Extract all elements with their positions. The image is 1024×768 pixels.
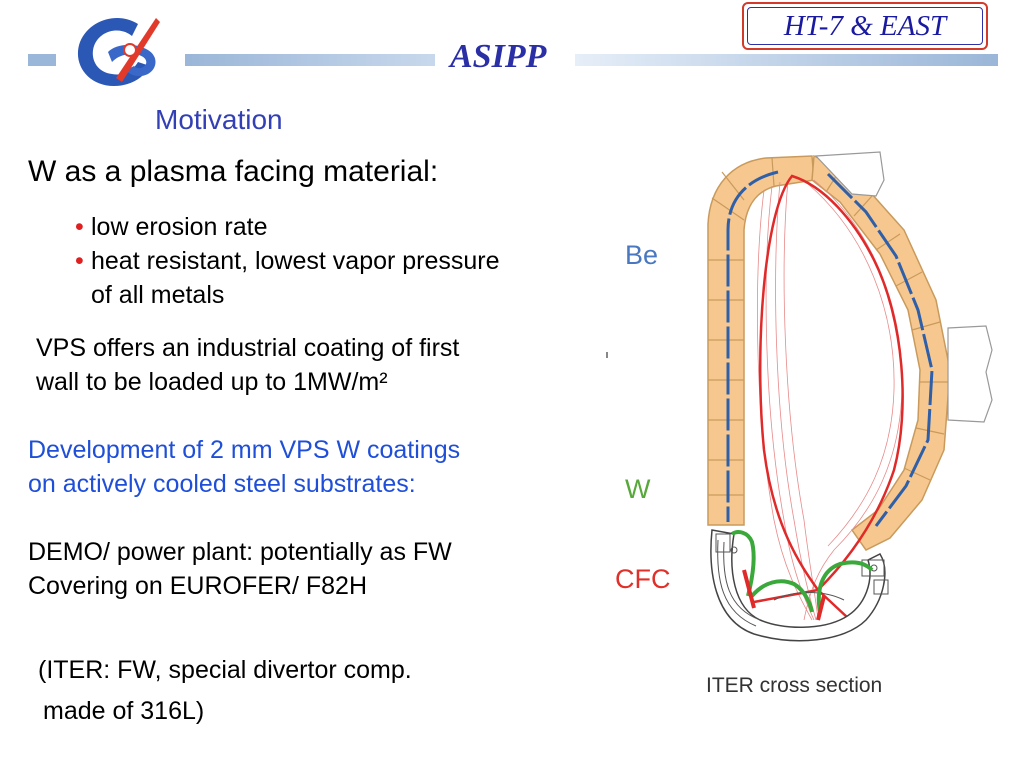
- tokamak-badge: HT-7 & EAST: [742, 2, 988, 50]
- main-heading: W as a plasma facing material:: [28, 155, 439, 188]
- upper-port: [814, 151, 885, 197]
- bullet-dot-icon: •: [75, 213, 84, 241]
- iter-note-line: made of 316L): [43, 697, 205, 725]
- w-target-inner: [730, 530, 756, 597]
- vps-paragraph: VPS offers an industrial coating of firs…: [36, 331, 556, 399]
- bullet-list: • low erosion rate • heat resistant, low…: [75, 210, 500, 312]
- development-paragraph: Development of 2 mm VPS W coatings on ac…: [28, 433, 558, 501]
- vps-line: wall to be loaded up to 1MW/m²: [36, 368, 388, 396]
- header-bar-left: [28, 54, 56, 66]
- development-line: Development of 2 mm VPS W coatings: [28, 436, 461, 464]
- header-bar-right: [575, 54, 998, 66]
- cfc-target-outer: [816, 595, 826, 621]
- vps-line: VPS offers an industrial coating of firs…: [36, 334, 460, 362]
- bullet-item: • heat resistant, lowest vapor pressure: [75, 244, 500, 278]
- iter-note-line: (ITER: FW, special divertor comp.: [38, 656, 412, 684]
- demo-line: DEMO/ power plant: potentially as FW: [28, 538, 452, 566]
- first-wall-tiles: [707, 155, 815, 526]
- bullet-text: low erosion rate: [91, 213, 268, 241]
- bullet-dot-icon: •: [75, 247, 84, 275]
- asipp-logo-icon: [77, 18, 160, 86]
- w-target-outer: [816, 560, 874, 613]
- be-coating-line-outer: [826, 172, 934, 527]
- label-w: W: [625, 474, 651, 504]
- cfc-target-inner: [742, 569, 756, 609]
- divertor-details: [715, 533, 889, 627]
- separatrix-line: [758, 174, 904, 592]
- label-cfc: CFC: [615, 564, 671, 594]
- iter-note: (ITER: FW, special divertor comp. made o…: [38, 650, 538, 732]
- figure-caption: ITER cross section: [706, 674, 883, 697]
- demo-paragraph: DEMO/ power plant: potentially as FW Cov…: [28, 535, 568, 603]
- org-name: ASIPP: [450, 38, 547, 75]
- bullet-text-continuation: of all metals: [91, 281, 225, 309]
- development-line: on actively cooled steel substrates:: [28, 470, 416, 498]
- iter-cross-section-figure: [606, 151, 993, 642]
- be-coating-line: [726, 170, 779, 522]
- label-be: Be: [625, 240, 659, 270]
- header-bar-middle: [185, 54, 435, 66]
- bullet-text: heat resistant, lowest vapor pressure: [91, 247, 500, 275]
- section-title: Motivation: [155, 104, 283, 135]
- bullet-item: • low erosion rate: [75, 210, 500, 244]
- w-dome: [750, 579, 814, 613]
- demo-line: Covering on EUROFER/ F82H: [28, 572, 368, 600]
- badge-label: HT-7 & EAST: [747, 7, 983, 45]
- divertor-legs: [753, 588, 849, 619]
- equatorial-port: [947, 325, 993, 423]
